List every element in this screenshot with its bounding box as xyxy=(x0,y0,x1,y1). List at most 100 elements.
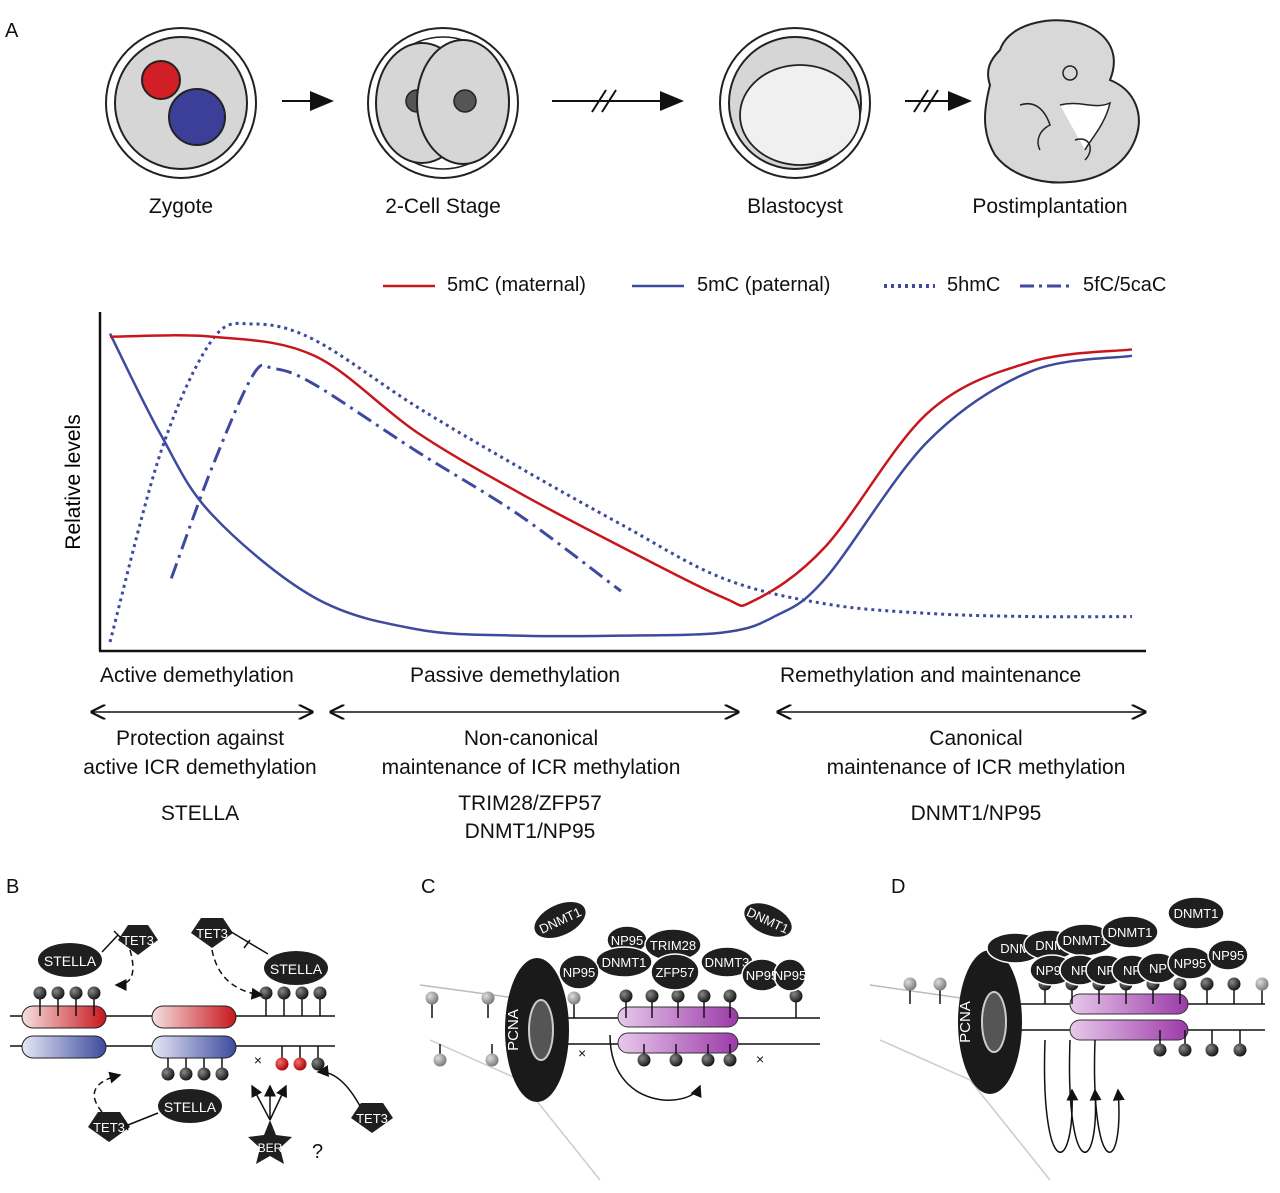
stella-protein xyxy=(38,943,102,977)
protein-label: DNMT1 xyxy=(1108,925,1153,940)
methyl-group xyxy=(179,1067,193,1081)
methyl-group xyxy=(313,986,327,1000)
tet3-protein xyxy=(191,918,233,948)
protein-dnmt3: DNMT3 xyxy=(700,946,754,978)
methyl-group xyxy=(567,991,581,1005)
protein-dnmt1: DNMT1 xyxy=(595,946,653,978)
methyl-group xyxy=(933,977,947,991)
methyl-group xyxy=(789,989,803,1003)
series-line-5fc-5cac xyxy=(169,363,622,593)
question-mark: ? xyxy=(312,1141,323,1163)
legend-label-hmc: 5hmC xyxy=(947,274,1001,296)
protein-np95: NP95 xyxy=(1207,939,1249,971)
protein-label: NP95 xyxy=(774,968,807,983)
legend-label-paternal: 5mC (paternal) xyxy=(697,274,831,296)
methyl-group xyxy=(645,989,659,1003)
panel-d-label: D xyxy=(891,876,906,898)
methyl-group xyxy=(295,986,309,1000)
legend-label-maternal: 5mC (maternal) xyxy=(447,274,586,296)
desc-active-line2: active ICR demethylation xyxy=(83,756,317,779)
desc-noncanonical-line1: Non-canonical xyxy=(463,727,599,750)
methyl-group xyxy=(637,1053,651,1067)
methyl-group xyxy=(1173,977,1187,991)
panel-b-diagram: STELLA STELLA STELLA TET3 TET3 TET3 TET3… xyxy=(10,918,393,1164)
methyl-group xyxy=(215,1067,229,1081)
methyl-group xyxy=(1153,1043,1167,1057)
svg-text:×: × xyxy=(254,1052,262,1068)
methyl-group xyxy=(1178,1043,1192,1057)
methyl-group xyxy=(277,986,291,1000)
desc-noncanonical-line2: maintenance of ICR methylation xyxy=(381,756,681,779)
methyl-group xyxy=(485,1053,499,1067)
methyl-group xyxy=(259,986,273,1000)
desc-active: Protection against active ICR demethylat… xyxy=(66,724,334,782)
methyl-group xyxy=(1233,1043,1247,1057)
protein-label: DNMT1 xyxy=(1174,906,1219,921)
svg-text:×: × xyxy=(756,1051,764,1067)
protein-label: NP xyxy=(1097,963,1115,978)
tet3-label: TET3 xyxy=(196,926,228,941)
two-cell-drawing xyxy=(367,27,519,179)
phase-passive: Passive demethylation xyxy=(410,664,621,687)
methyl-group xyxy=(1205,1043,1219,1057)
desc-canonical-line2: maintenance of ICR methylation xyxy=(826,756,1126,779)
phase-remethylation: Remethylation and maintenance xyxy=(780,664,1082,687)
desc-noncanonical: Non-canonical maintenance of ICR methyla… xyxy=(340,724,722,782)
stella-protein xyxy=(158,1089,222,1123)
protein-label: NP95 xyxy=(1174,956,1207,971)
protein-label: DNMT1 xyxy=(1063,933,1108,948)
stella-protein xyxy=(264,951,328,985)
phase-active: Active demethylation xyxy=(100,664,294,687)
methyl-group xyxy=(669,1053,683,1067)
y-axis-label: Relative levels xyxy=(62,414,85,549)
protein-label: NP95 xyxy=(746,968,779,983)
methyl-group xyxy=(311,1057,325,1071)
stella-label: STELLA xyxy=(44,953,97,969)
stage-label-two-cell: 2-Cell Stage xyxy=(385,195,501,218)
protein-np95: NP95 xyxy=(558,954,600,990)
protein-np95: NP95 xyxy=(1167,946,1213,980)
methyl-group xyxy=(197,1067,211,1081)
methyl-group xyxy=(723,989,737,1003)
protein-trim28: TRIM28 xyxy=(644,928,702,962)
desc-canonical: Canonical maintenance of ICR methylation xyxy=(790,724,1162,782)
methyl-group xyxy=(701,1053,715,1067)
series-line-5mc-maternal- xyxy=(109,334,1133,608)
methyl-group xyxy=(481,991,495,1005)
protein-label: DNMT1 xyxy=(602,955,647,970)
arrow-break-icon xyxy=(905,89,972,113)
protein-label: DNMT3 xyxy=(705,955,750,970)
methyl-group xyxy=(723,1053,737,1067)
methyl-group xyxy=(1227,977,1241,991)
developmental-stages-illustration xyxy=(105,19,1140,184)
stage-label-postimplantation: Postimplantation xyxy=(972,195,1128,218)
blastocyst-drawing xyxy=(719,27,871,179)
methyl-group xyxy=(275,1057,289,1071)
protein-dnmt1: DNMT1 xyxy=(1101,915,1159,949)
methyl-group xyxy=(33,986,47,1000)
methyl-group xyxy=(697,989,711,1003)
protein-label: NP xyxy=(1149,961,1167,976)
factor-noncanonical-line1: TRIM28/ZFP57 xyxy=(458,792,602,815)
methyl-group xyxy=(1255,977,1269,991)
protein-np95: NP95 xyxy=(741,958,783,992)
pcna-label: PCNA xyxy=(957,1001,974,1043)
protein-label: NP95 xyxy=(611,933,644,948)
methylation-chart: Relative levels xyxy=(62,312,1146,653)
tet3-protein xyxy=(118,925,158,955)
protein-label: TRIM28 xyxy=(650,938,696,953)
methyl-group xyxy=(69,986,83,1000)
stella-label: STELLA xyxy=(270,961,323,977)
factor-active: STELLA xyxy=(160,802,240,825)
protein-label: DNM xyxy=(1000,941,1030,956)
stage-label-zygote: Zygote xyxy=(148,195,214,218)
ber-label: BER xyxy=(258,1141,283,1155)
protein-zfp57: ZFP57 xyxy=(650,953,700,991)
panel-a-label: A xyxy=(5,20,19,42)
series-line-5mc-paternal- xyxy=(108,332,1133,638)
tet3-label: TET3 xyxy=(356,1111,388,1126)
factor-noncanonical: TRIM28/ZFP57 DNMT1/NP95 xyxy=(430,790,630,846)
tet3-label: TET3 xyxy=(122,933,154,948)
